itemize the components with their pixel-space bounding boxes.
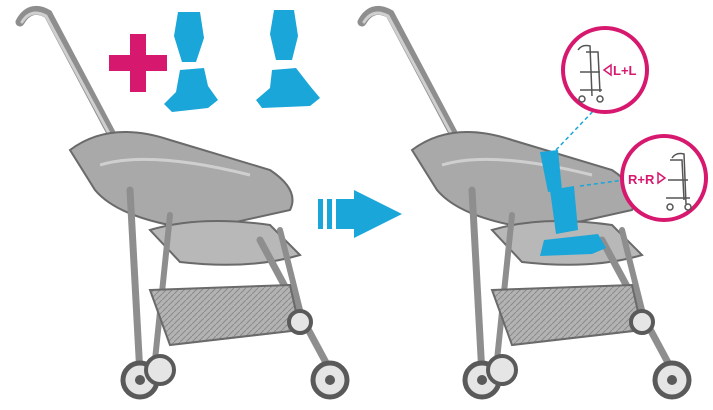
callout-left-side: L+L (563, 28, 647, 112)
car-seat-adapter-left-icon (164, 12, 218, 112)
plus-icon (109, 34, 167, 92)
leader-line-left (556, 106, 598, 150)
callout-right-side: R+R (622, 136, 706, 220)
callout-left-label: L+L (613, 63, 637, 78)
callout-right-label: R+R (628, 172, 655, 187)
stroller-before (20, 10, 347, 397)
arrow-right-icon (318, 190, 402, 238)
car-seat-adapter-right-icon (256, 10, 320, 108)
